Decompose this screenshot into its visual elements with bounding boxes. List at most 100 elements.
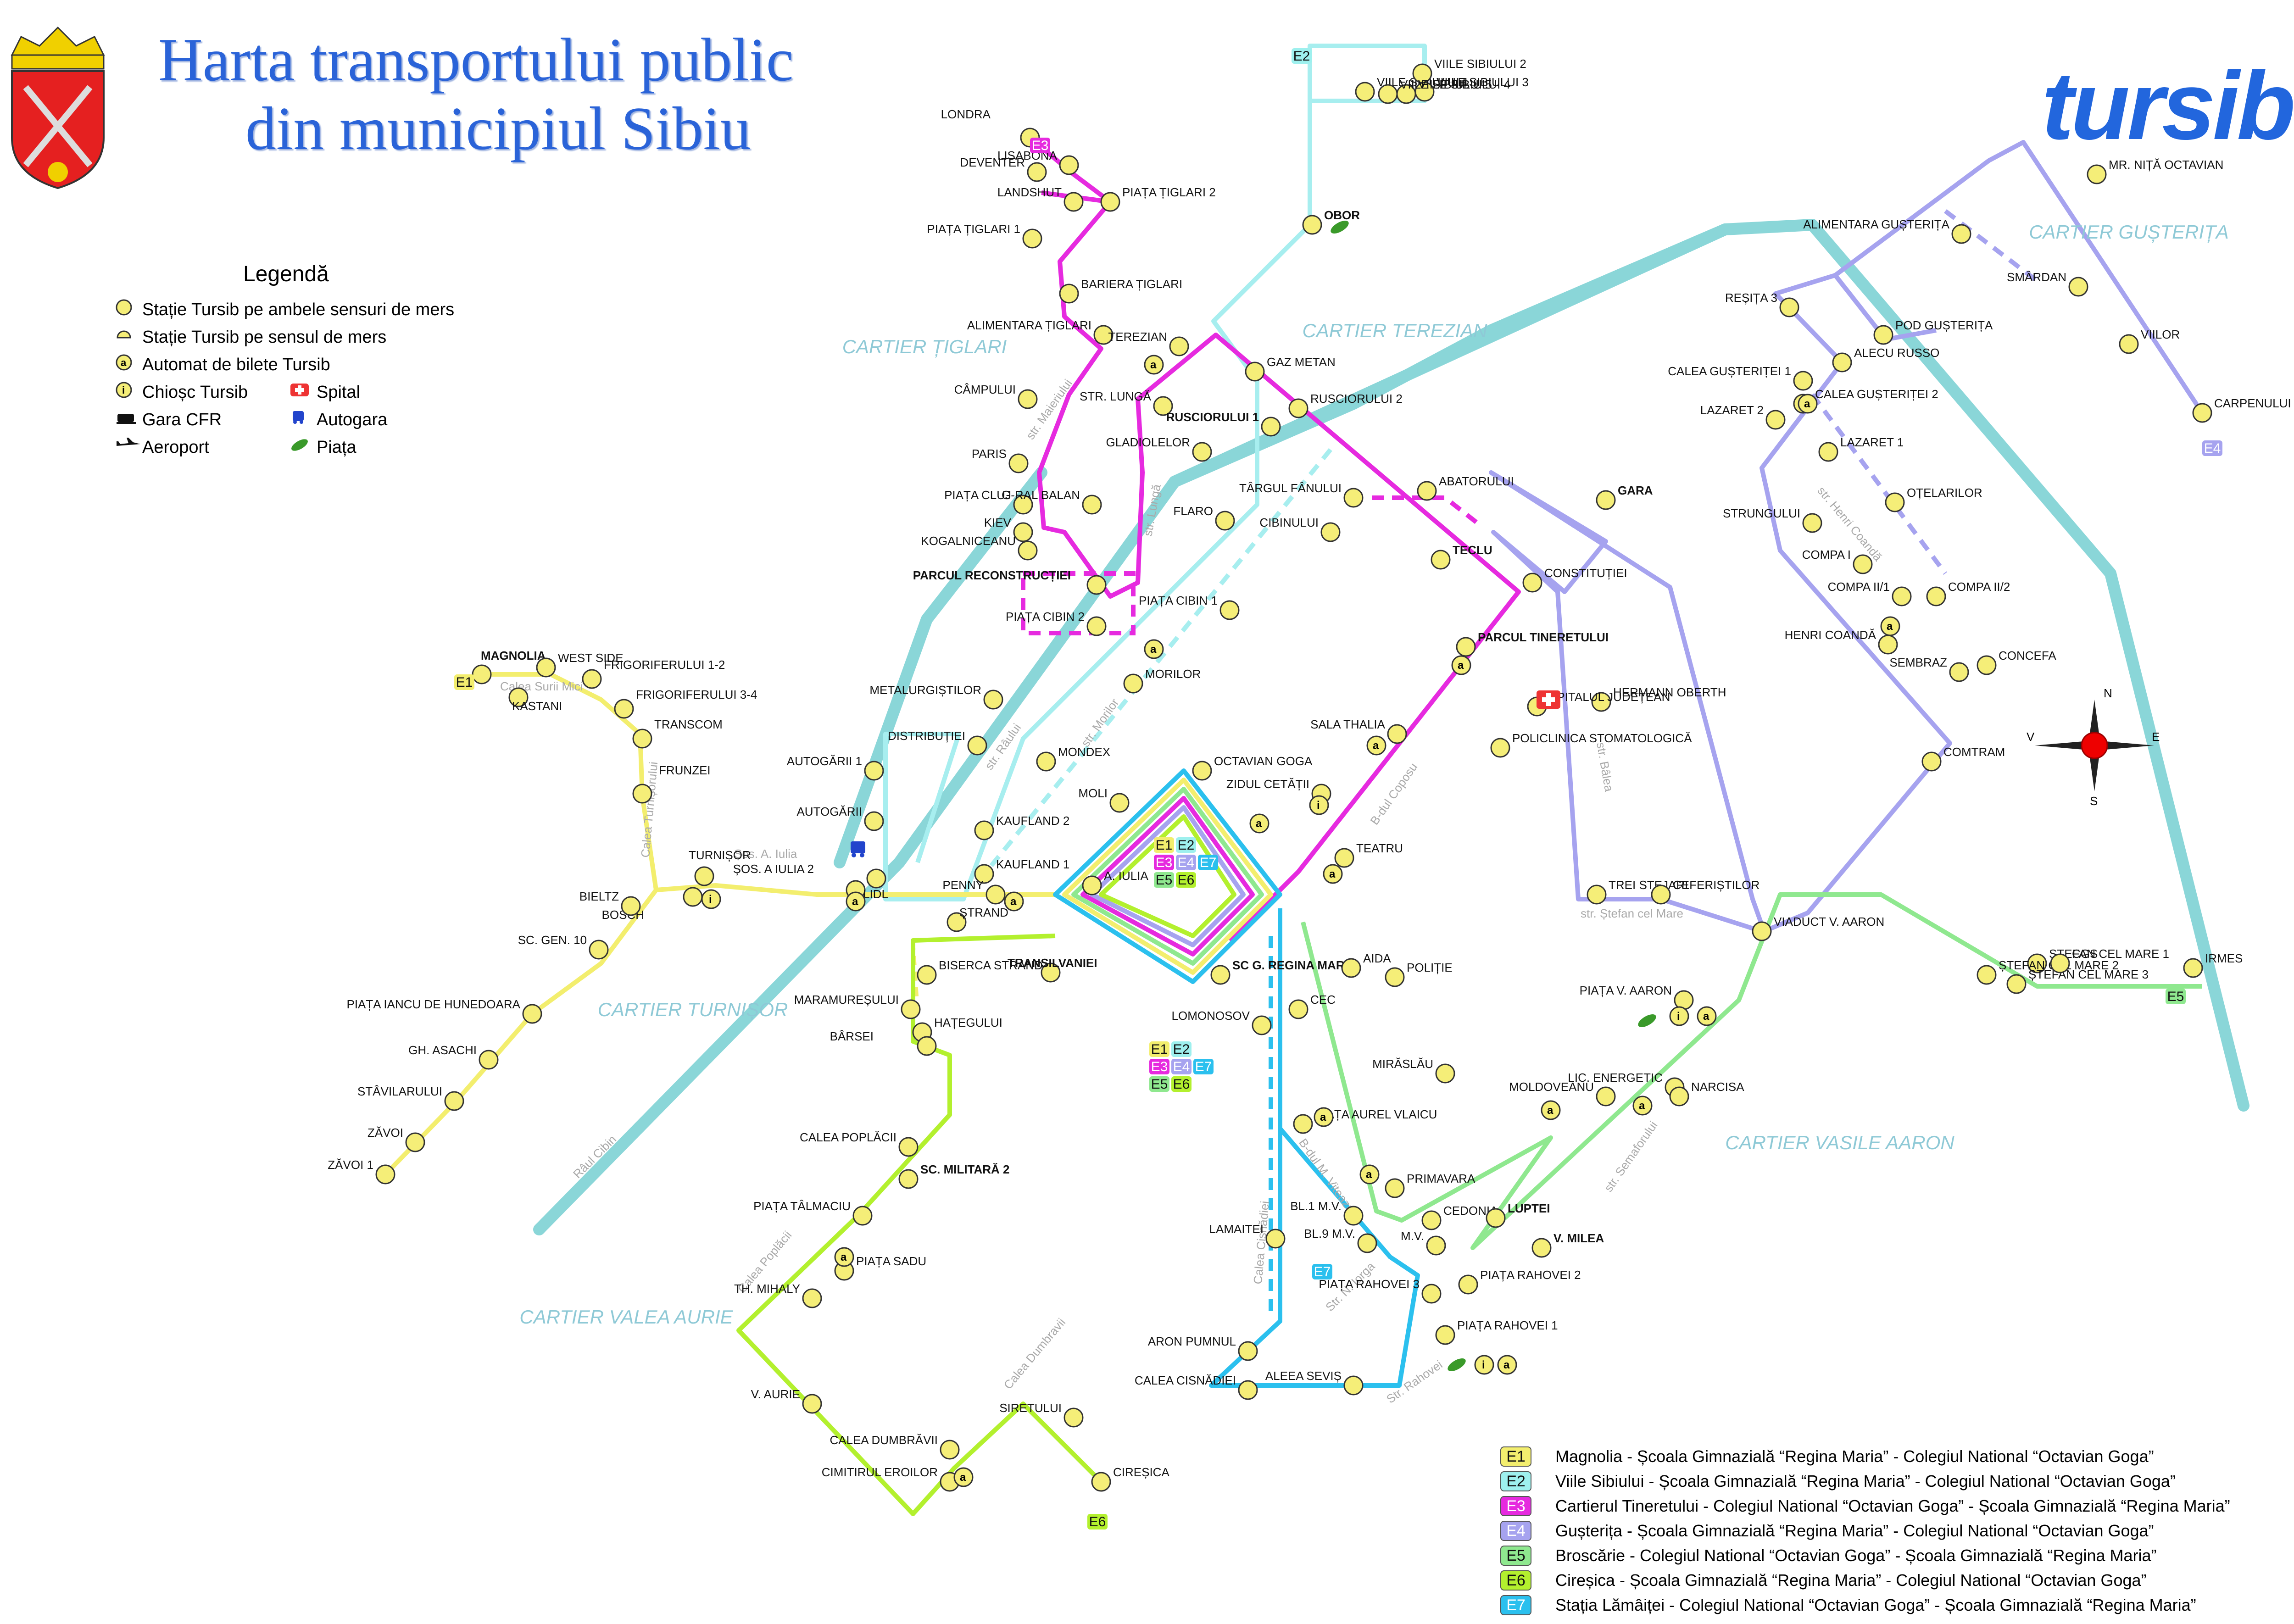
- legend-item: Gara CFR: [115, 408, 222, 431]
- street-morilor: str. Morilor: [1078, 696, 1121, 750]
- stop-marker: [614, 699, 634, 719]
- stop-label: COMTRAM: [1943, 745, 2005, 759]
- stop-label: LONDRA: [941, 107, 991, 121]
- stop-marker: [1421, 1210, 1442, 1230]
- stop-marker: [974, 864, 994, 884]
- stop: PIAȚA CIBIN 1: [1139, 594, 1240, 620]
- stop: BÂRSEI: [830, 1029, 937, 1056]
- compass-w: V: [2027, 730, 2035, 744]
- stop-marker: [2006, 974, 2027, 994]
- title-line-2: din municipiul Sibiu: [245, 95, 751, 162]
- svg-text:a: a: [121, 357, 127, 368]
- stop-marker: [1192, 442, 1212, 462]
- stop: LONDRA: [941, 107, 1040, 148]
- svg-text:i: i: [1482, 1359, 1485, 1371]
- stop-marker: [1832, 352, 1852, 373]
- stop-marker: [1086, 616, 1107, 636]
- stop: SMÂRDAN: [2007, 270, 2088, 297]
- stop-marker: [405, 1132, 425, 1152]
- stop: MARAMUREȘULUI: [794, 993, 921, 1019]
- stop-marker: [1082, 875, 1102, 895]
- route-badge-e6: [1087, 1514, 1108, 1529]
- stop-label: KIEV: [984, 516, 1012, 529]
- street-balea: str. Bâlea: [1594, 741, 1616, 793]
- stop-marker: [1357, 1233, 1377, 1253]
- stop-label: CALEA GUȘTERIȚEI 2: [1815, 387, 1938, 401]
- stop-label: COMPA I: [1802, 548, 1851, 562]
- stop-marker: [1926, 586, 1946, 606]
- route-badge-label: E1: [1151, 1042, 1168, 1057]
- stop-label: MIRĂSLĂU: [1372, 1057, 1433, 1071]
- legend-item: Stație Tursib pe sensul de mers: [115, 326, 386, 349]
- stop-label: PENNY: [942, 878, 984, 892]
- stop: GLADIOLELOR: [1106, 435, 1212, 462]
- stop: AUTOGĂRII 1: [787, 754, 884, 781]
- route-badge-label: E4: [2204, 441, 2221, 456]
- stop-marker: [1013, 495, 1033, 515]
- stop-marker: [1951, 224, 1971, 244]
- route-badge-e4: [1176, 855, 1196, 870]
- street-semaforului: str. Semaforului: [1601, 1118, 1660, 1194]
- svg-text:a: a: [1804, 398, 1810, 410]
- stop: ARON PUMNUL: [1148, 1335, 1258, 1361]
- stop: RUSCIORULUI 2: [1288, 392, 1403, 418]
- stop-marker: [1885, 492, 1905, 512]
- stop-label: STRUNGULUI: [1723, 506, 1800, 520]
- stop: STÂVILARULUI: [357, 1085, 464, 1111]
- route-badge-label: E6: [1178, 873, 1195, 888]
- stop-label: SC G. REGINA MARIA: [1232, 958, 1357, 972]
- stop-marker: [1977, 655, 1997, 675]
- stop: MOLDOVEANU: [1509, 1080, 1616, 1107]
- stop-label: V. AURIE: [751, 1387, 800, 1401]
- route-description: Cireșica - Școala Gimnazială “Regina Mar…: [1555, 1571, 2147, 1590]
- stop-label: DEVENTER: [960, 156, 1025, 169]
- street-stefan-cel-mare: str. Ștefan cel Mare: [1581, 907, 1683, 920]
- stop: STRUNGULUI: [1723, 506, 1822, 533]
- stop: PIAȚA RAHOVEI 2: [1458, 1268, 1581, 1295]
- stop: LUPTEI: [1486, 1201, 1550, 1228]
- stop: CALEA DUMBRĂVII: [830, 1433, 960, 1460]
- stop: MIRĂSLĂU: [1372, 1057, 1455, 1084]
- stop-marker: [536, 657, 556, 678]
- stop: GH. ASACHI: [408, 1043, 499, 1070]
- stop: VIILOR: [2119, 328, 2180, 354]
- stop-marker: [1385, 967, 1405, 987]
- route-description: Cartierul Tineretului - Colegiul Nationa…: [1555, 1496, 2230, 1515]
- river-railway-lines: [533, 219, 2249, 1235]
- stop-label: PIAȚA ȚIGLARI 2: [1122, 185, 1216, 199]
- stop: REȘIȚA 3: [1725, 291, 1799, 317]
- center-route-bundle: [1053, 768, 1282, 984]
- stop: IRMES: [2183, 951, 2243, 978]
- stop-label: PARCUL RECONSTRUCȚIEI: [913, 568, 1071, 582]
- stop-label: VIADUCT V. AARON: [1774, 915, 1884, 929]
- legend-item-label: Automat de bilete Tursib: [142, 355, 330, 374]
- stop: AUTOGĂRII: [796, 805, 884, 831]
- route-badge-label: E2: [1293, 49, 1310, 64]
- stop-marker: [802, 1288, 822, 1308]
- route-badge-e5: [1149, 1076, 1169, 1092]
- svg-text:a: a: [1887, 620, 1893, 633]
- stop-marker: [1765, 410, 1786, 430]
- stop-marker: [694, 866, 714, 886]
- stop-label: ALEEA SEVIȘ: [1265, 1369, 1342, 1383]
- stop: ALIMENTARA GUȘTERIȚA: [1803, 217, 1971, 244]
- stop-marker: [1086, 575, 1107, 595]
- stop-label: TEATRU: [1356, 841, 1403, 855]
- stop-marker: [1426, 1235, 1446, 1256]
- legend-heading: Legendă: [243, 262, 329, 286]
- stop: VIILE SIBIULUI 3: [1414, 75, 1529, 102]
- stop: KASTANI: [508, 687, 562, 713]
- stop: SIRETULUI: [999, 1401, 1084, 1428]
- stop-marker: [589, 940, 609, 960]
- stop-marker: [1892, 586, 1912, 606]
- route-badge-label: E1: [456, 675, 473, 690]
- stop-marker: [901, 999, 921, 1019]
- stop-label: ZĂVOI: [367, 1126, 403, 1140]
- stop-label: PIAȚA ȚIGLARI 1: [927, 222, 1020, 236]
- stop: CEFERIȘTILOR: [1651, 878, 1759, 905]
- stop: MORILOR: [1123, 667, 1201, 694]
- stop-label: PIAȚA TÂLMACIU: [753, 1199, 851, 1213]
- stop: MOLI: [1078, 786, 1130, 813]
- svg-text:a: a: [1458, 659, 1464, 672]
